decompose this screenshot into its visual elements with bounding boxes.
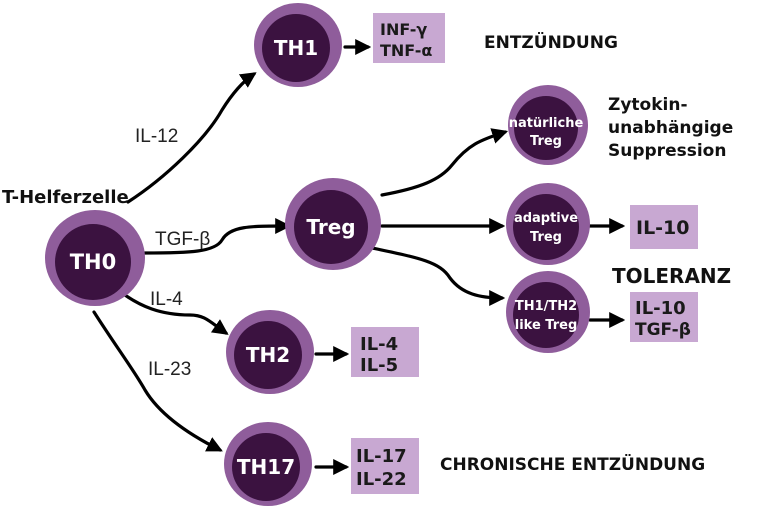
cytokine-th1-line1: INF-γ <box>380 20 427 39</box>
cell-th1-label: TH1 <box>274 36 318 60</box>
outcome-suppression-line3: Suppression <box>608 141 726 161</box>
cell-adaptive-treg-line1: adaptive <box>514 211 578 226</box>
cell-adaptive-treg-line2: Treg <box>530 230 562 245</box>
cell-like-treg-line1: TH1/TH2 <box>515 299 577 314</box>
cell-natural-treg-line2: Treg <box>530 134 562 149</box>
cytokine-box-adaptive: IL-10 <box>630 205 698 249</box>
cell-like-treg-line2: like Treg <box>515 318 578 333</box>
cell-treg: Treg <box>285 178 381 270</box>
cell-th17-label: TH17 <box>237 455 295 479</box>
label-il23: IL-23 <box>148 359 191 380</box>
cytokine-box-th17: IL-17 IL-22 <box>351 438 419 494</box>
cell-th0: TH0 <box>45 210 145 306</box>
outcome-tolerance: TOLERANZ <box>612 264 731 288</box>
cell-th2-label: TH2 <box>246 343 290 367</box>
cytokine-th17-line2: IL-22 <box>356 469 407 490</box>
cell-like-treg: TH1/TH2 like Treg <box>506 271 590 353</box>
cytokine-box-like: IL-10 TGF-β <box>630 292 698 342</box>
cytokine-like-line2: TGF-β <box>635 320 691 340</box>
edge-th0-th17 <box>92 310 223 452</box>
cell-natural-treg: natürliche Treg <box>508 85 588 165</box>
label-t-helper-cell: T-Helferzelle <box>2 187 129 208</box>
cytokine-box-th1: INF-γ TNF-α <box>373 13 445 63</box>
cytokine-adaptive-line1: IL-10 <box>636 217 690 239</box>
cytokine-th2-line1: IL-4 <box>360 334 398 355</box>
outcome-chronic-inflammation: CHRONISCHE ENTZÜNDUNG <box>440 453 705 475</box>
edge-th0-treg <box>143 218 292 255</box>
cytokine-like-line1: IL-10 <box>635 298 686 319</box>
cytokine-th2-line2: IL-5 <box>360 355 398 376</box>
cytokine-th1-line2: TNF-α <box>380 41 432 60</box>
label-il12: IL-12 <box>135 126 178 147</box>
cytokine-box-th2: IL-4 IL-5 <box>351 327 419 377</box>
cell-th2: TH2 <box>226 310 314 394</box>
cytokine-th17-line1: IL-17 <box>356 446 407 467</box>
cell-adaptive-treg: adaptive Treg <box>506 183 590 265</box>
outcome-inflammation: ENTZÜNDUNG <box>484 31 618 53</box>
edge-treg-natural <box>380 128 509 197</box>
label-tgf-beta: TGF-β <box>155 229 210 250</box>
edge-th0-th1 <box>126 72 257 204</box>
label-il4: IL-4 <box>150 289 183 310</box>
cell-treg-label: Treg <box>306 215 355 239</box>
cell-th0-label: TH0 <box>70 250 117 274</box>
outcome-suppression-line2: unabhängige <box>608 118 733 138</box>
cell-th17: TH17 <box>224 422 312 506</box>
edge-treg-like <box>370 246 506 306</box>
edge-th0-th2 <box>120 291 229 335</box>
outcome-suppression-line1: Zytokin- <box>608 95 688 115</box>
cell-th1: TH1 <box>254 3 342 87</box>
cell-natural-treg-line1: natürliche <box>509 116 584 131</box>
